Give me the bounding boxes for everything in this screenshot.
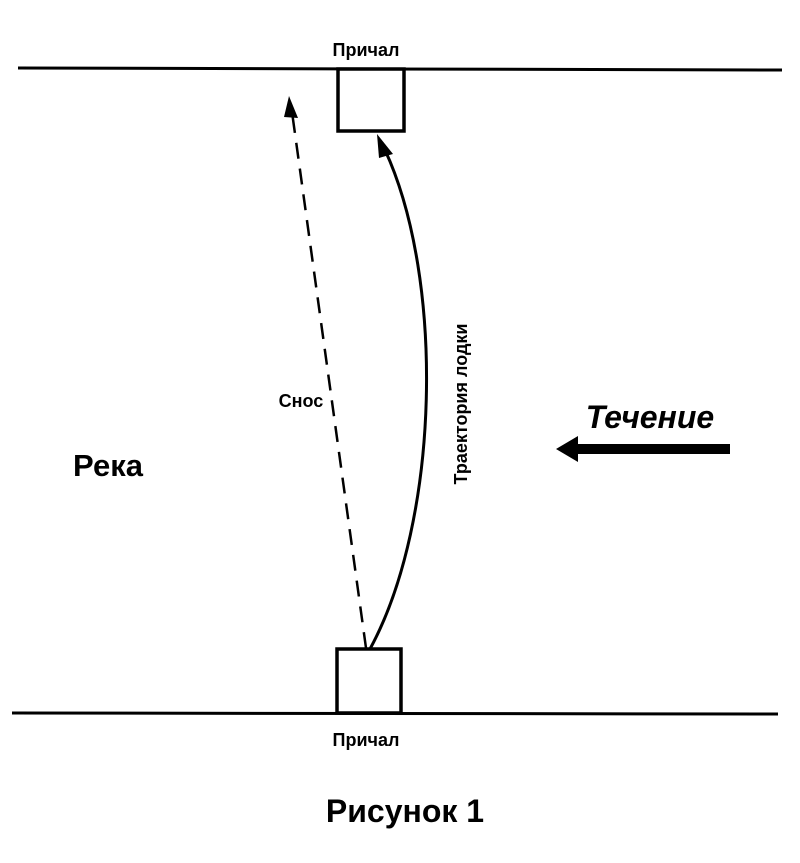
boat-trajectory-curve (368, 149, 429, 650)
drift-dashed-arrow (290, 111, 368, 649)
current-arrow (556, 436, 730, 462)
trajectory-arrowhead (377, 134, 393, 158)
current-label: Течение (586, 399, 714, 435)
pier-top-box (336, 67, 406, 133)
pier-top-label: Причал (333, 40, 400, 60)
river-label: Река (73, 448, 144, 483)
drift-label: Снос (279, 391, 324, 411)
pier-bottom-label: Причал (333, 730, 400, 750)
drift-arrowhead (284, 96, 298, 118)
figure-caption: Рисунок 1 (326, 793, 484, 829)
pier-bottom-box (335, 647, 403, 715)
trajectory-label: Траектория лодки (451, 324, 471, 485)
